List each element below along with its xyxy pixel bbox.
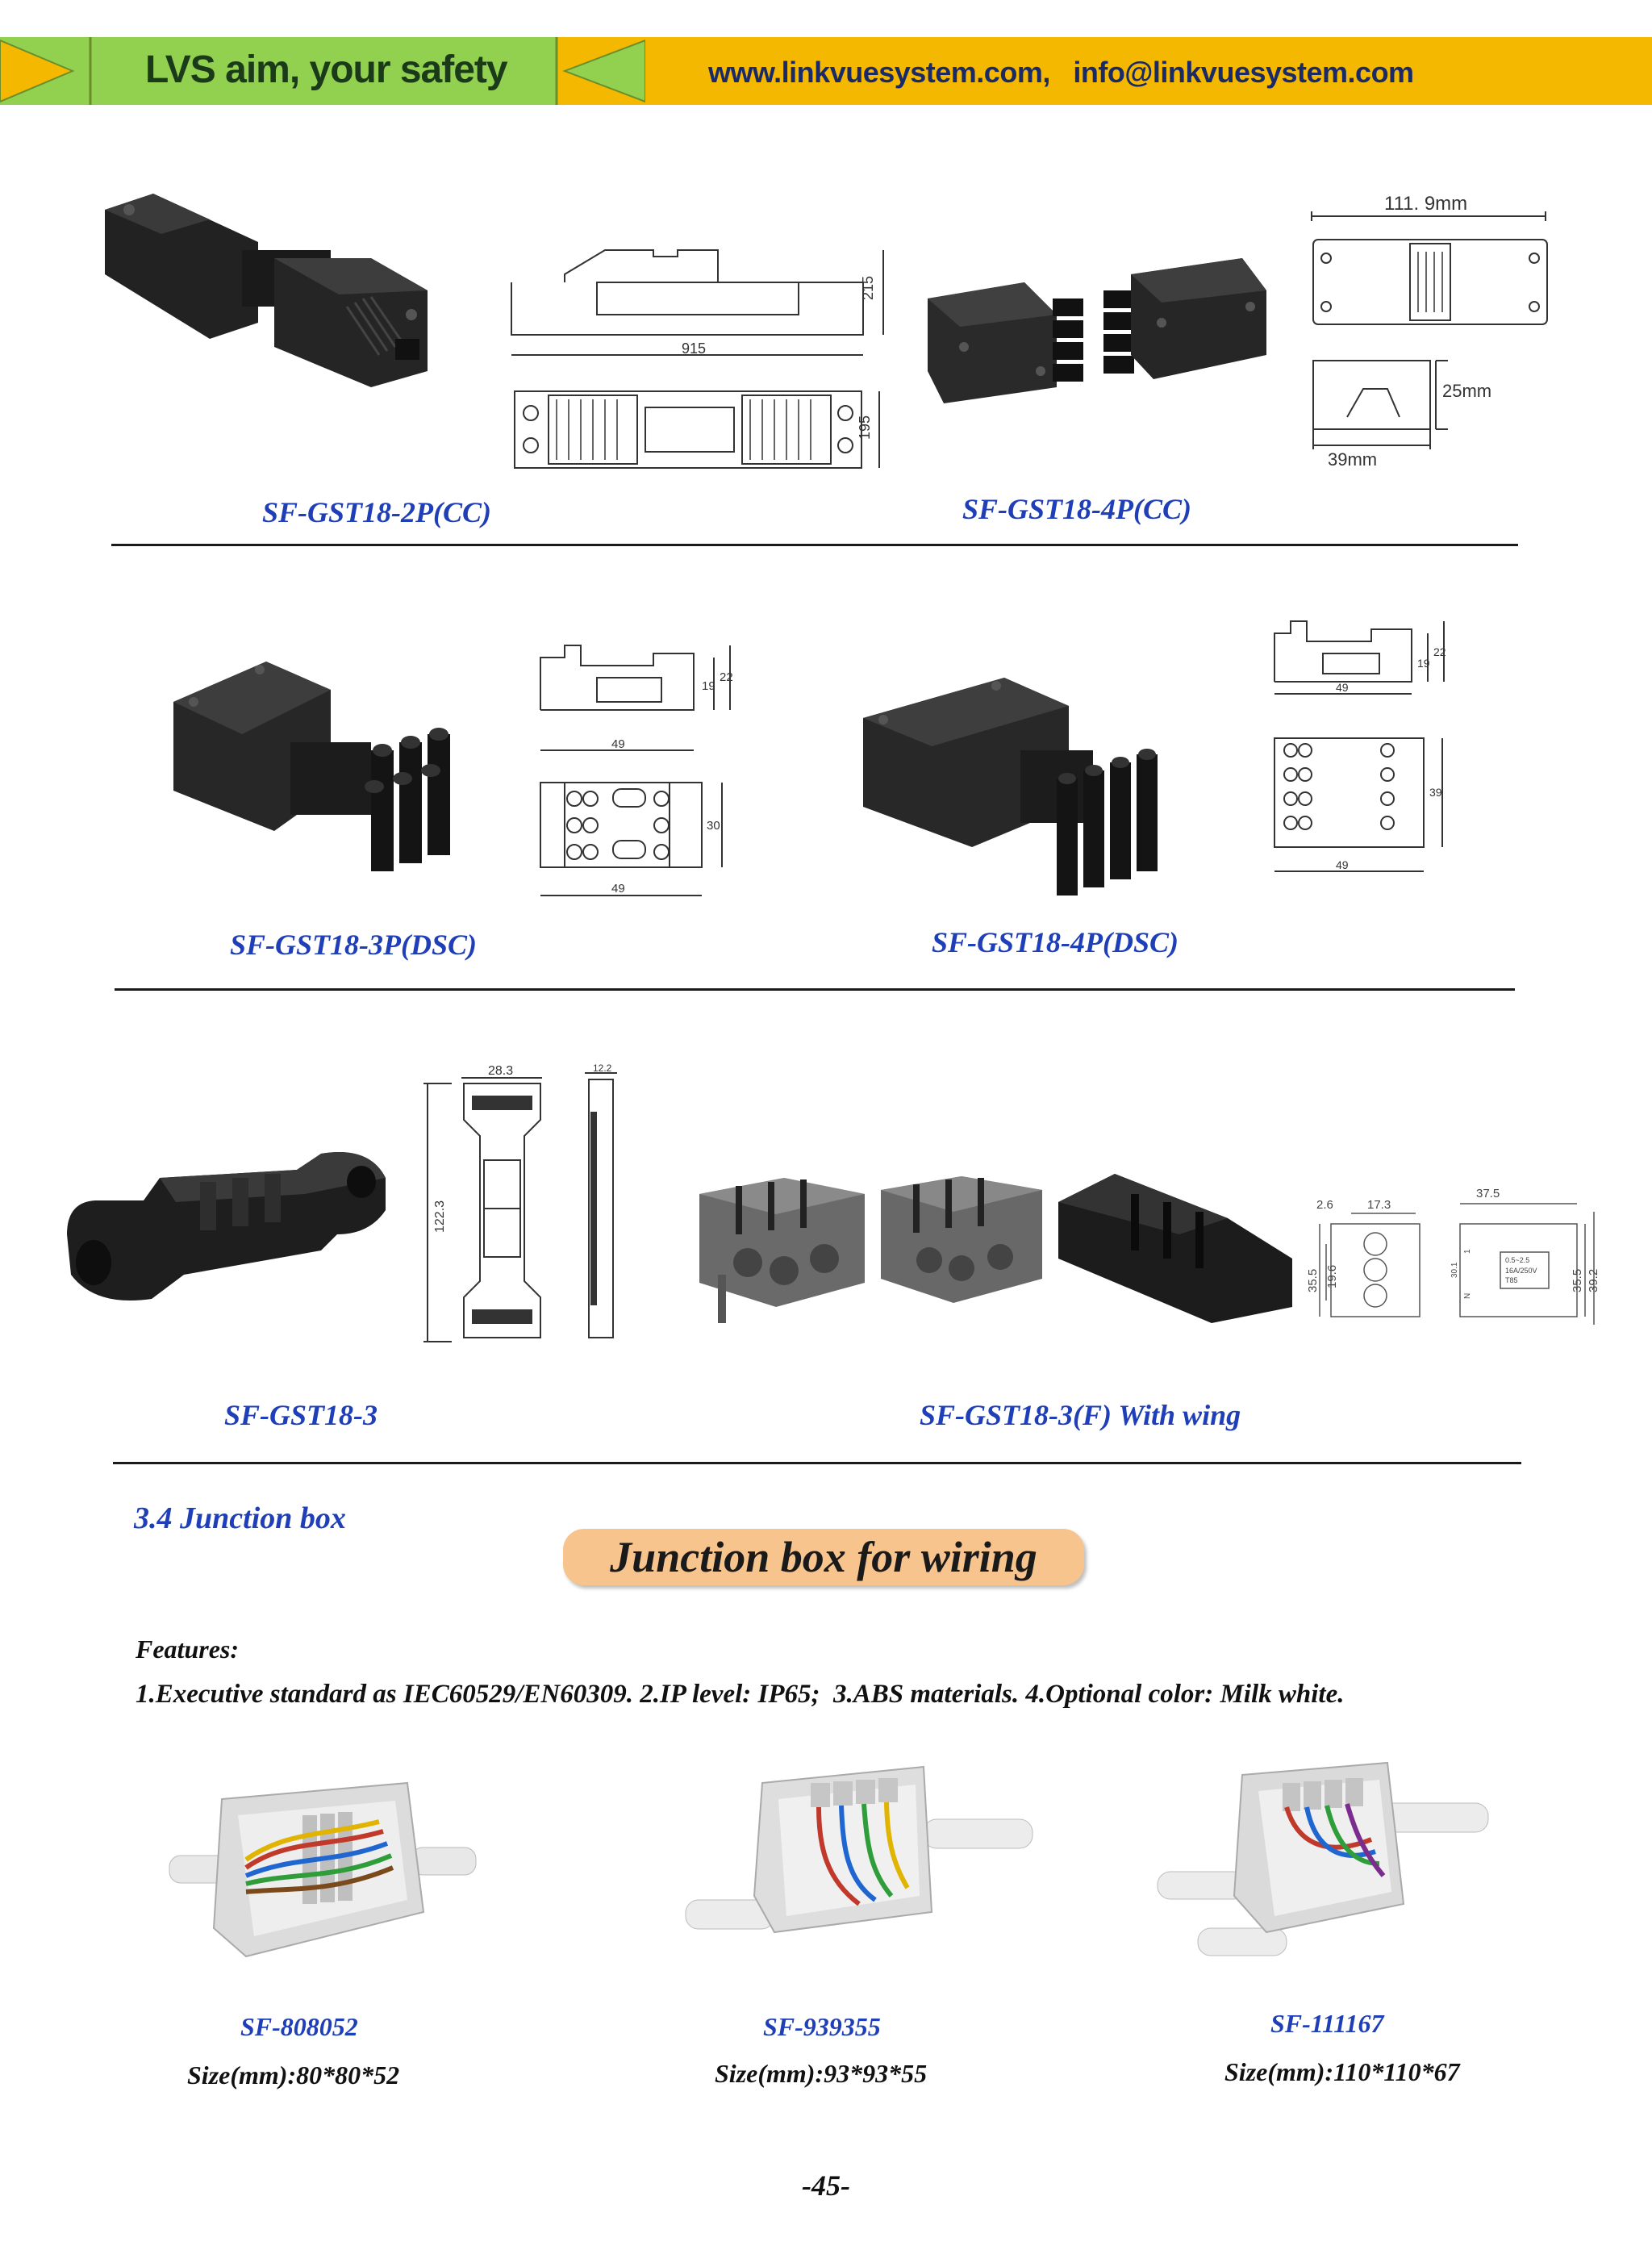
product-photo-sf-gst18-3f [699,1174,1292,1323]
dim-3f-d: 35.5 [1307,1269,1320,1292]
dim-3f-p1: 1 [1463,1249,1472,1254]
banner-green-band [0,37,557,105]
dim-4p-cc-width: 39mm [1328,449,1377,470]
dimension-drawing-sf-gst18-3f: 2.6 17.3 37.5 35.5 19.6 35.5 39.2 30.1 0… [1307,1187,1599,1325]
section-divider-2 [115,988,1515,991]
dim-3p-d: 30 [707,819,720,833]
dim-3p-w2: 49 [611,882,625,896]
model-sf-808052: SF-808052 [240,2012,358,2041]
dim-2p-width: 195 [857,415,873,440]
product-photo-2p-cc [105,194,428,387]
dim-4p-cc-height: 25mm [1442,381,1491,401]
product-photo-sf-939355 [685,1765,1033,1934]
dim-4p-w2: 49 [1336,858,1349,871]
dim-3f-label3: T85 [1505,1276,1518,1284]
banner-arrow-graphic [0,37,645,105]
dim-3f-label1: 0.5~2.5 [1505,1256,1529,1264]
dim-3f-h: 30.1 [1450,1262,1459,1278]
dim-3f-g: 39.2 [1587,1269,1599,1292]
dim-3f-e: 19.6 [1325,1265,1339,1288]
features-text: 1.Executive standard as IEC60529/EN60309… [136,1680,1345,1709]
dim-3-length: 122.3 [433,1200,447,1233]
dimension-drawing-2p-cc: 915 215 195 [511,249,884,469]
dim-2p-height: 215 [860,276,876,300]
dimension-drawing-4p-cc: 111. 9mm 25mm 39mm [1311,193,1548,470]
size-sf-111167: Size(mm):110*110*67 [1224,2057,1460,2086]
caption-sf-gst18-4p-cc: SF-GST18-4P(CC) [962,493,1192,525]
dim-3p-w: 49 [611,737,625,751]
dim-3f-p3: N [1463,1293,1472,1299]
product-photo-sf-111167 [1157,1761,1489,1956]
page-number: -45- [802,2169,850,2202]
header-contact[interactable]: www.linkvuesystem.com, info@linkvuesyste… [708,56,1414,89]
dim-3-depth: 12.2 [593,1063,612,1074]
product-photo-4p-cc [928,258,1266,403]
dim-4p-d: 39 [1429,786,1442,799]
junction-banner-pill [563,1529,1084,1585]
dim-3f-a: 2.6 [1316,1198,1333,1212]
caption-sf-gst18-2p-cc: SF-GST18-2P(CC) [262,496,492,528]
dimension-drawing-3p-dsc: 19 22 49 30 49 [540,645,733,896]
size-sf-808052: Size(mm):80*80*52 [187,2060,400,2090]
section-divider-3 [113,1462,1521,1464]
model-sf-111167: SF-111167 [1270,2009,1384,2038]
dim-4p-h2: 22 [1433,645,1446,658]
caption-sf-gst18-3: SF-GST18-3 [224,1399,378,1431]
product-photo-3p-dsc [173,662,450,871]
features-label: Features: [136,1635,239,1664]
caption-sf-gst18-4p-dsc: SF-GST18-4P(DSC) [932,926,1179,958]
size-sf-939355: Size(mm):93*93*55 [715,2059,928,2088]
dim-4p-cc-length: 111. 9mm [1384,193,1467,215]
junction-banner-text: Junction box for wiring [610,1533,1037,1581]
section-divider-1 [111,544,1518,546]
product-photo-sf-808052 [169,1781,477,1958]
dim-3f-f: 35.5 [1571,1269,1584,1292]
dim-3p-h2: 22 [720,670,733,684]
dim-3p-h1: 19 [702,679,715,693]
dim-3f-b: 17.3 [1367,1198,1391,1212]
dimension-drawing-4p-dsc: 19 22 49 39 49 [1274,620,1446,872]
header-slogan: LVS aim, your safety [145,48,508,91]
dim-3f-label2: 16A/250V [1505,1267,1537,1275]
dim-4p-h1: 19 [1417,657,1430,670]
section-title-junction-box: 3.4 Junction box [134,1501,346,1535]
dim-4p-w: 49 [1336,681,1349,694]
dim-3f-c: 37.5 [1476,1187,1500,1200]
banner-orange-band [557,37,1652,105]
product-photo-sf-gst18-3 [67,1152,386,1301]
caption-sf-gst18-3p-dsc: SF-GST18-3P(DSC) [230,929,478,961]
dim-3-width: 28.3 [488,1064,513,1078]
product-photo-4p-dsc [863,678,1158,896]
dim-2p-length: 915 [682,340,706,357]
model-sf-939355: SF-939355 [763,2012,881,2041]
caption-sf-gst18-3f-with-wing: SF-GST18-3(F) With wing [920,1399,1241,1431]
dimension-drawing-sf-gst18-3: 28.3 122.3 12.2 [423,1063,617,1342]
